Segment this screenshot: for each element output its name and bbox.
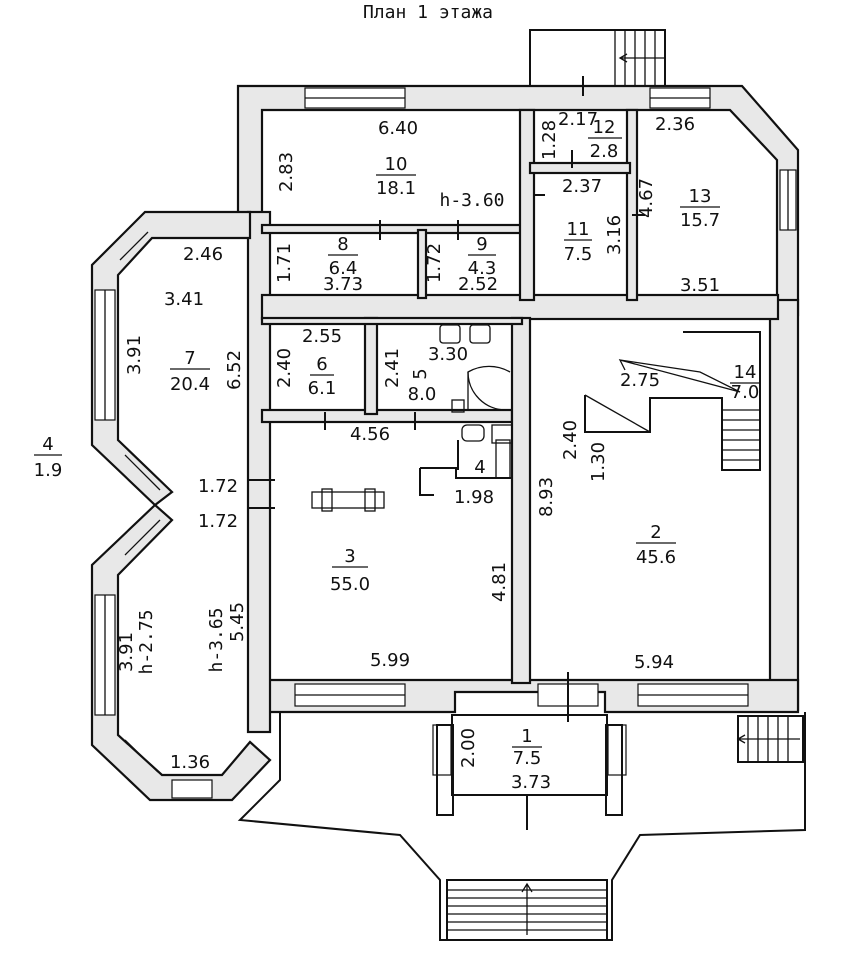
room-7-dim-right: 6.52 [224, 350, 245, 390]
ceiling-height-outer: h-2.75 [136, 609, 157, 674]
room-7-area: 20.4 [170, 374, 210, 395]
bathroom-fixtures [419, 324, 513, 496]
room-11-id: 11 [567, 219, 590, 240]
room-12-dim-height: 1.28 [539, 120, 560, 160]
room-9-area: 4.3 [468, 258, 497, 279]
room-9-dim-height: 1.72 [424, 243, 445, 283]
room-13-dim-top: 2.36 [655, 114, 695, 135]
room-3-area: 55.0 [330, 574, 370, 595]
room-10-dim-height: 2.83 [276, 152, 297, 192]
fireplace [311, 488, 385, 512]
side-stairs-right [736, 715, 804, 763]
room-1-id: 1 [521, 726, 532, 747]
room-13-area: 15.7 [680, 210, 720, 231]
room-12-area: 2.8 [590, 141, 619, 162]
room-6-area: 6.1 [308, 378, 337, 399]
interior-stairs [584, 331, 761, 471]
room-1-area: 7.5 [513, 748, 542, 769]
room-7-dim-upper: 3.41 [164, 289, 204, 310]
room-7-dim-lower-left: 3.91 [116, 632, 137, 672]
room-7-id: 7 [184, 348, 195, 369]
room-5-dim-width: 3.30 [428, 344, 468, 365]
room-8-dim-height: 1.71 [274, 243, 295, 283]
room-11-area: 7.5 [564, 244, 593, 265]
room-10-id: 10 [385, 154, 408, 175]
room-13-dim-left: 4.67 [636, 178, 657, 218]
room-5-area: 8.0 [408, 384, 437, 405]
room-13-dim-bottom: 3.51 [680, 275, 720, 296]
room-11-dim-right: 3.16 [604, 215, 625, 255]
room-14-dim-top: 2.75 [620, 370, 660, 391]
room-12-id: 12 [593, 117, 616, 138]
room-1-dim-width: 3.73 [511, 772, 551, 793]
room-9-id: 9 [476, 234, 487, 255]
dimension-ticks [248, 150, 645, 830]
room-14-area: 7.0 [731, 382, 760, 403]
room-4-label-inner: 4 [474, 457, 485, 478]
room-8-area: 6.4 [329, 258, 358, 279]
ceiling-height-inner: h-3.65 [206, 607, 227, 672]
room-6-dim-height: 2.40 [274, 348, 295, 388]
room-5-id: 5 [410, 368, 431, 379]
room-7-dim-top: 2.46 [183, 244, 223, 265]
room-10-area: 18.1 [376, 178, 416, 199]
room-2-dim-bottom: 5.94 [634, 652, 674, 673]
front-stairs [447, 882, 607, 935]
porch [237, 29, 806, 941]
room-10-dim-width: 6.40 [378, 118, 418, 139]
room-6-dim-width: 2.55 [302, 326, 342, 347]
room-3-dim-right: 4.81 [489, 562, 510, 602]
room-7-dim-mid-lower: 1.72 [198, 511, 238, 532]
room-1-dim-height: 2.00 [458, 728, 479, 768]
room-7-dim-mid-upper: 1.72 [198, 476, 238, 497]
room-11-dim-top: 2.37 [562, 176, 602, 197]
room-14-dim-inner: 1.30 [588, 442, 609, 482]
room-7-dim-left: 3.91 [124, 335, 145, 375]
bay-wall-lower [90, 503, 272, 802]
room-2-id: 2 [650, 522, 661, 543]
room-4-id: 4 [42, 434, 53, 455]
room-7-dim-lower-right: 5.45 [227, 602, 248, 642]
interior-walls [260, 108, 780, 685]
room-2-dim-left: 8.93 [536, 477, 557, 517]
room-5-dim-height: 2.41 [382, 348, 403, 388]
interior-wall-left [246, 210, 272, 734]
exterior-wall-right [768, 298, 800, 712]
room-12-dim-width: 2.17 [558, 109, 598, 130]
room-2-area: 45.6 [636, 547, 676, 568]
room-14-id: 14 [734, 362, 757, 383]
room-6-id: 6 [316, 354, 327, 375]
room-13-id: 13 [689, 186, 712, 207]
room-3-dim-inner: 1.98 [454, 487, 494, 508]
back-stairs-top [529, 29, 666, 96]
room-4-area: 1.9 [34, 460, 63, 481]
room-3-dim-top: 4.56 [350, 424, 390, 445]
room-3-id: 3 [344, 546, 355, 567]
room-9-dim-width: 2.52 [458, 274, 498, 295]
room-3-dim-bottom: 5.99 [370, 650, 410, 671]
room-14-dim-left: 2.40 [560, 420, 581, 460]
room-8-id: 8 [337, 234, 348, 255]
bay-wall-upper [90, 210, 252, 507]
plan-title: План 1 этажа [363, 2, 493, 23]
ceiling-height-main: h-3.60 [439, 190, 504, 211]
room-8-dim-width: 3.73 [323, 274, 363, 295]
room-7-dim-bottom: 1.36 [170, 752, 210, 773]
